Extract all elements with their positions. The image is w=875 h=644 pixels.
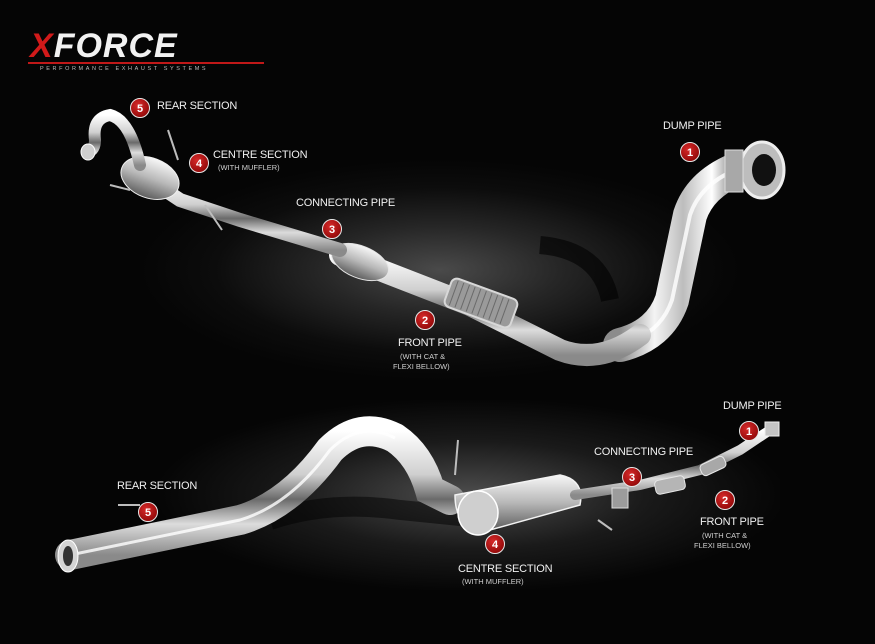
xforce-logo: XFORCE PERFORMANCE EXHAUST SYSTEMS	[28, 26, 268, 76]
sublabel-with-cat: (WITH CAT &	[702, 531, 748, 540]
label-connecting-pipe: CONNECTING PIPE	[296, 197, 396, 209]
badge-2: 2	[715, 490, 735, 510]
sublabel-with-muffler: (WITH MUFFLER)	[218, 163, 280, 172]
badge-5: 5	[130, 98, 150, 118]
sublabel-with-cat: (WITH CAT &	[400, 352, 446, 361]
label-connecting-pipe: CONNECTING PIPE	[594, 446, 694, 458]
label-centre-section: CENTRE SECTION	[213, 149, 308, 161]
label-front-pipe: FRONT PIPE	[700, 516, 764, 528]
badge-3: 3	[622, 467, 642, 487]
badge-3: 3	[322, 219, 342, 239]
sublabel-flexi-bellow: FLEXI BELLOW)	[393, 362, 450, 371]
top-exhaust-system	[80, 108, 786, 366]
label-centre-section: CENTRE SECTION	[458, 563, 553, 575]
badge-1: 1	[739, 421, 759, 441]
logo-tagline: PERFORMANCE EXHAUST SYSTEMS	[40, 66, 209, 72]
logo-underline	[28, 62, 264, 64]
badge-4: 4	[485, 534, 505, 554]
logo-wordmark-rest: FORCE	[53, 27, 178, 65]
logo-wordmark: XFORCE	[30, 27, 178, 65]
label-rear-section: REAR SECTION	[157, 100, 238, 112]
badge-2: 2	[415, 310, 435, 330]
badge-4: 4	[189, 153, 209, 173]
label-dump-pipe: DUMP PIPE	[663, 120, 722, 132]
badge-5: 5	[138, 502, 158, 522]
label-rear-section: REAR SECTION	[117, 480, 198, 492]
bottom-exhaust-system	[55, 416, 780, 573]
sublabel-with-muffler: (WITH MUFFLER)	[462, 577, 524, 586]
label-front-pipe: FRONT PIPE	[398, 337, 462, 349]
label-dump-pipe: DUMP PIPE	[723, 400, 782, 412]
sublabel-flexi-bellow: FLEXI BELLOW)	[694, 541, 751, 550]
badge-1: 1	[680, 142, 700, 162]
